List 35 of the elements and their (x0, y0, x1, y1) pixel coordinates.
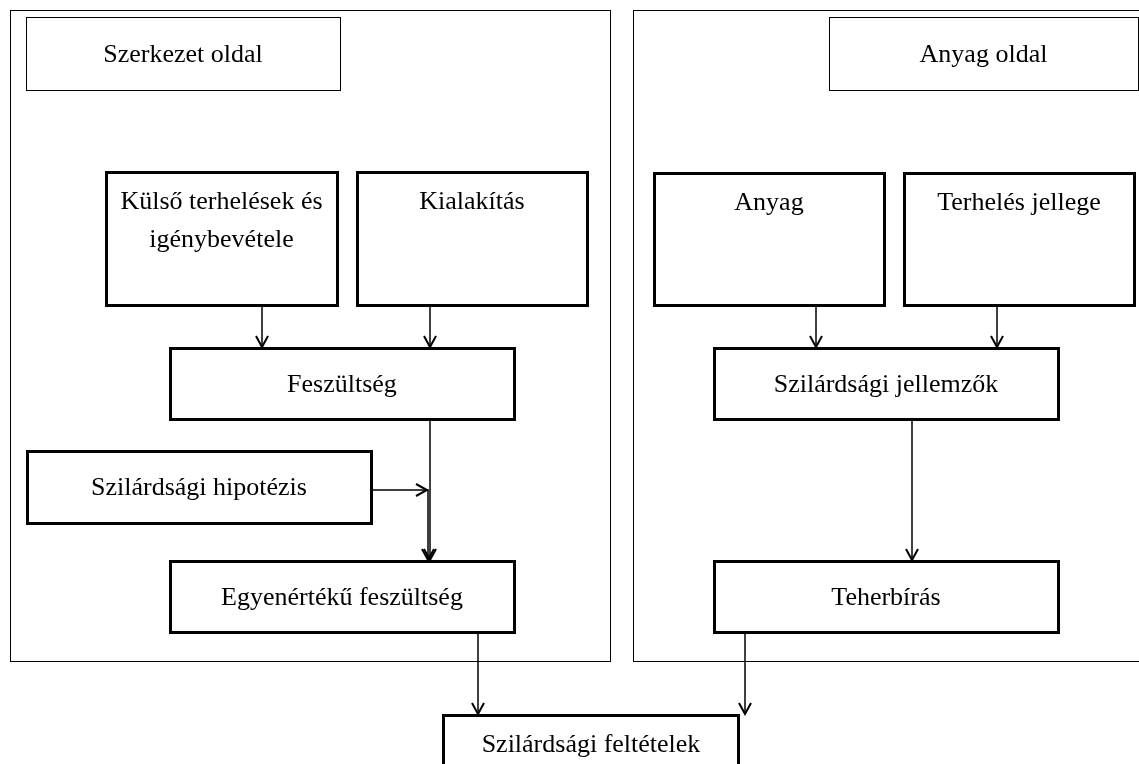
node-label: Anyag oldal (918, 37, 1049, 70)
process-box (712, 346, 1060, 421)
arrow (471, 633, 485, 715)
node-label: Szilárdsági hipotézis (90, 471, 308, 503)
node-label: Teherbírás (830, 580, 942, 613)
arrow (905, 420, 919, 561)
process-box (442, 714, 740, 764)
process-box (168, 559, 516, 634)
arrow (423, 306, 437, 348)
node-label: Szerkezet oldal (102, 37, 264, 70)
process-box (25, 449, 373, 525)
process-box (104, 170, 339, 307)
arrow (809, 306, 823, 348)
node-label: Anyag (733, 185, 805, 218)
arrow (372, 483, 435, 561)
node-label: Kialakítás (418, 184, 526, 217)
arrow (738, 633, 752, 715)
node-label: Egyenértékű feszültség (220, 580, 464, 613)
process-box (168, 346, 516, 421)
process-box (712, 559, 1060, 634)
process-box (355, 170, 589, 307)
panel-frame (10, 10, 611, 662)
process-box (902, 171, 1136, 307)
heading-box (828, 16, 1139, 91)
node-label: Szilárdsági feltételek (480, 728, 702, 760)
heading-box (25, 16, 341, 91)
arrow (990, 306, 1004, 348)
node-label: Külső terhelések és igénybevétele (119, 184, 324, 255)
panel-frame (633, 10, 1139, 662)
node-label: Szilárdsági jellemzők (772, 367, 1000, 400)
arrow (423, 420, 437, 561)
process-box (652, 171, 886, 307)
node-label: Feszültség (286, 367, 398, 400)
node-label: Terhelés jellege (936, 185, 1102, 218)
arrow (255, 306, 269, 348)
